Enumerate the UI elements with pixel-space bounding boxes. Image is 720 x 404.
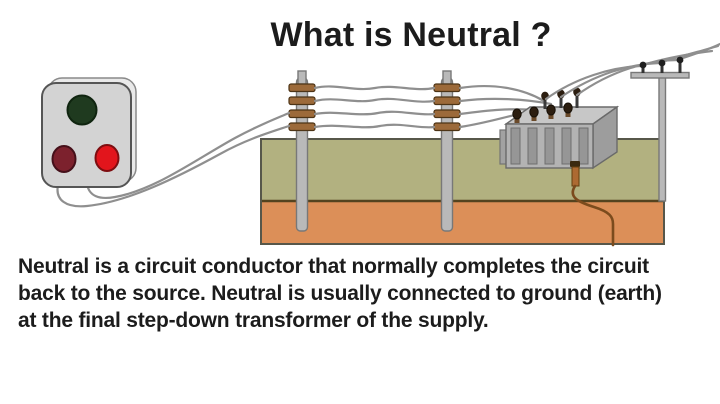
transformer-bushing xyxy=(563,102,573,114)
live-hole xyxy=(94,144,120,172)
pin-stem xyxy=(641,66,645,73)
line-wire-3 xyxy=(313,110,436,116)
description-line-3: at the final step-down transformer of th… xyxy=(18,309,489,332)
description-line-2: back to the source. Neutral is usually c… xyxy=(18,282,662,305)
description-line-1: Neutral is a circuit conductor that norm… xyxy=(18,255,649,278)
pole-cap xyxy=(442,70,452,85)
cooling-fin xyxy=(578,127,589,165)
bushing-stem xyxy=(543,96,547,109)
tail-wire-3 xyxy=(678,42,720,61)
insulator xyxy=(288,122,316,132)
crossarm xyxy=(630,71,690,79)
cooling-fin xyxy=(561,127,572,165)
transformer-riser-wires xyxy=(544,42,720,101)
cooling-fin xyxy=(544,127,555,165)
cooling-fin xyxy=(510,127,521,165)
pole-cap xyxy=(297,70,307,85)
utility-pole-1 xyxy=(288,70,316,232)
insulator xyxy=(288,109,316,119)
pin-stem xyxy=(678,62,682,73)
description-text: Neutral is a circuit conductor that norm… xyxy=(18,253,662,334)
step-down-transformer xyxy=(499,87,620,170)
power-socket xyxy=(41,77,137,188)
pole-shaft xyxy=(658,74,667,202)
pin-insulator xyxy=(658,59,666,67)
insulator xyxy=(433,109,461,119)
clamp-cap xyxy=(570,161,580,167)
bushing-stem xyxy=(575,92,579,108)
service-pole xyxy=(630,71,690,202)
pin-stem xyxy=(660,64,664,73)
feeder-wire-lower xyxy=(56,124,291,208)
transformer-bushing xyxy=(512,108,522,120)
utility-pole-2 xyxy=(433,70,461,232)
line-wire-1 xyxy=(313,85,436,91)
pin-insulator xyxy=(676,56,684,64)
feeder-wire-upper xyxy=(85,111,291,200)
transformer-bushing xyxy=(546,104,556,116)
power-line-wires xyxy=(313,85,436,129)
insulator xyxy=(288,83,316,93)
page-title: What is Neutral ? xyxy=(270,16,552,54)
insulator xyxy=(433,96,461,106)
insulator xyxy=(433,122,461,132)
transformer-ground-connection xyxy=(570,161,615,247)
transformer-bushing xyxy=(529,106,539,118)
cooling-fin xyxy=(527,127,538,165)
socket-feeder-wires xyxy=(56,111,291,208)
crossarm-pins xyxy=(639,56,684,73)
neutral-hole xyxy=(51,145,77,173)
drop-wire-2 xyxy=(458,97,553,106)
ground-wire xyxy=(571,184,615,247)
insulator xyxy=(288,96,316,106)
line-wire-2 xyxy=(313,97,436,103)
pin-insulator xyxy=(639,61,647,69)
subsoil-layer xyxy=(260,200,665,245)
line-wire-4 xyxy=(313,123,436,129)
insulator xyxy=(433,83,461,93)
drop-wire-1 xyxy=(458,85,546,103)
earth-hole xyxy=(66,94,98,126)
bushing-stem xyxy=(559,94,563,108)
ground-clamp xyxy=(571,166,580,187)
